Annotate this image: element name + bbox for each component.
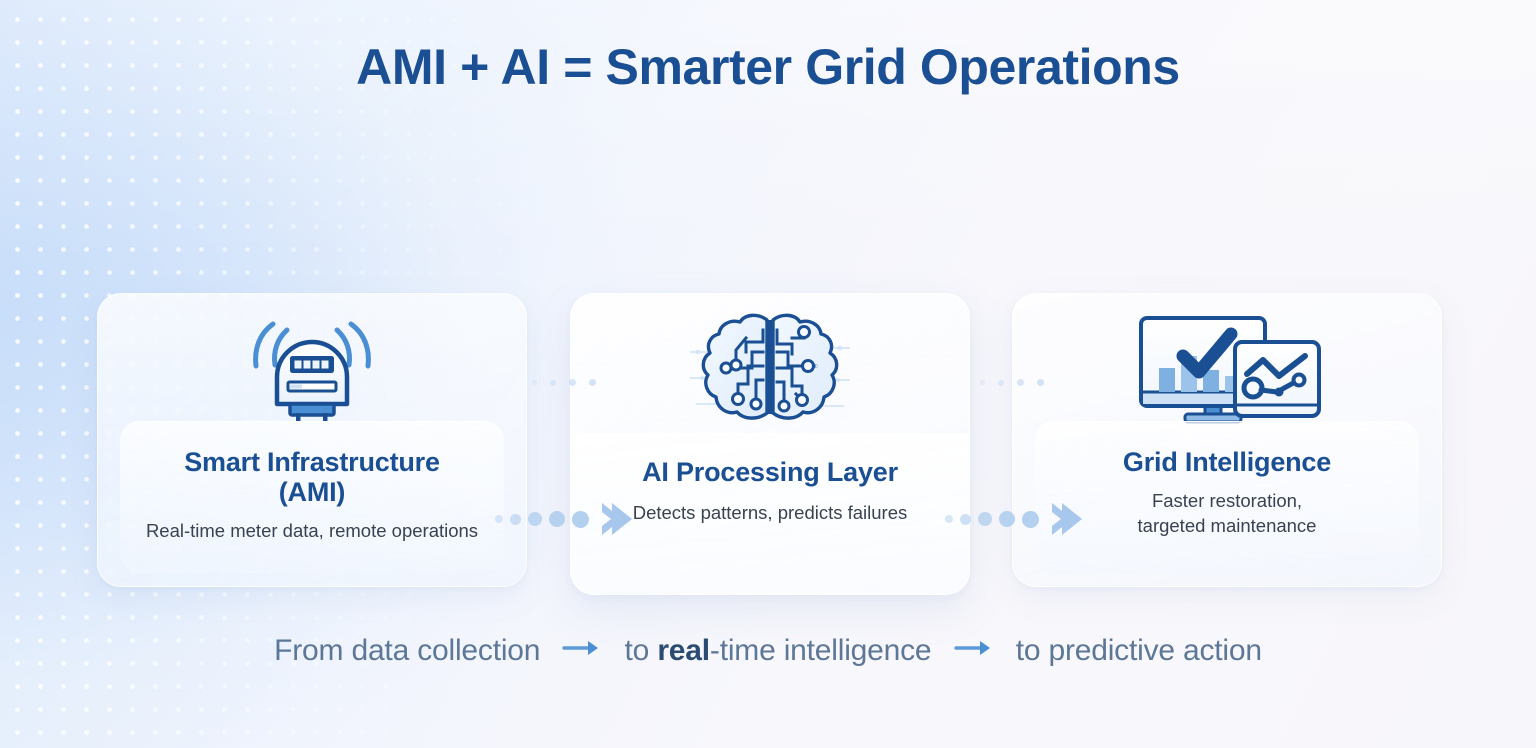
card-1-title: Smart Infrastructure (AMI) — [120, 447, 504, 507]
connector-2-top-dots — [980, 379, 1044, 386]
bottom-caption: From data collection to real-time intell… — [0, 634, 1536, 669]
card-3-subtitle: Faster restoration, targeted maintenance — [1035, 489, 1419, 539]
card-smart-infrastructure[interactable]: Smart Infrastructure (AMI) Real-time met… — [97, 293, 527, 587]
page-title: AMI + AI = Smarter Grid Operations — [356, 39, 1180, 95]
caption-part-2-pre: to — [624, 634, 658, 667]
card-ai-processing-layer[interactable]: AI Processing Layer Detects patterns, pr… — [570, 293, 970, 595]
connector-1-top-dots — [532, 379, 596, 386]
card-2-title: AI Processing Layer — [642, 457, 898, 487]
card-3-subtitle-line2: targeted maintenance — [1137, 514, 1317, 536]
card-1-title-line1: Smart Infrastructure — [184, 447, 440, 477]
smart-meter-icon — [98, 312, 526, 424]
caption-arrow-1-icon — [562, 633, 602, 667]
card-grid-intelligence[interactable]: Grid Intelligence Faster restoration, ta… — [1012, 293, 1442, 587]
chevron-right-icon — [1052, 503, 1082, 535]
chevron-right-icon — [602, 503, 632, 535]
connector-2-arrow — [945, 500, 1084, 538]
card-2-subtitle: Detects patterns, predicts failures — [632, 502, 908, 523]
card-3-title: Grid Intelligence — [1122, 447, 1332, 477]
caption-part-1: From data collection — [274, 634, 541, 667]
card-1-text-panel: Smart Infrastructure (AMI) Real-time met… — [120, 421, 504, 573]
card-1-subtitle: Real-time meter data, remote operations — [145, 520, 479, 541]
card-3-text-panel: Grid Intelligence Faster restoration, ta… — [1035, 421, 1419, 573]
caption-part-3: to predictive action — [1015, 634, 1262, 667]
caption-part-2-bold: real — [657, 634, 710, 667]
connector-1-arrow — [495, 500, 634, 538]
caption-part-2-post: -time intelligence — [709, 634, 932, 667]
analytics-dashboard-icon — [1013, 312, 1441, 424]
card-3-subtitle-line1: Faster restoration, — [1151, 490, 1303, 511]
ai-brain-circuit-icon — [571, 308, 969, 434]
card-2-text-panel: AI Processing Layer Detects patterns, pr… — [571, 433, 969, 594]
card-1-title-line2: (AMI) — [278, 477, 346, 508]
caption-arrow-2-icon — [953, 633, 994, 667]
